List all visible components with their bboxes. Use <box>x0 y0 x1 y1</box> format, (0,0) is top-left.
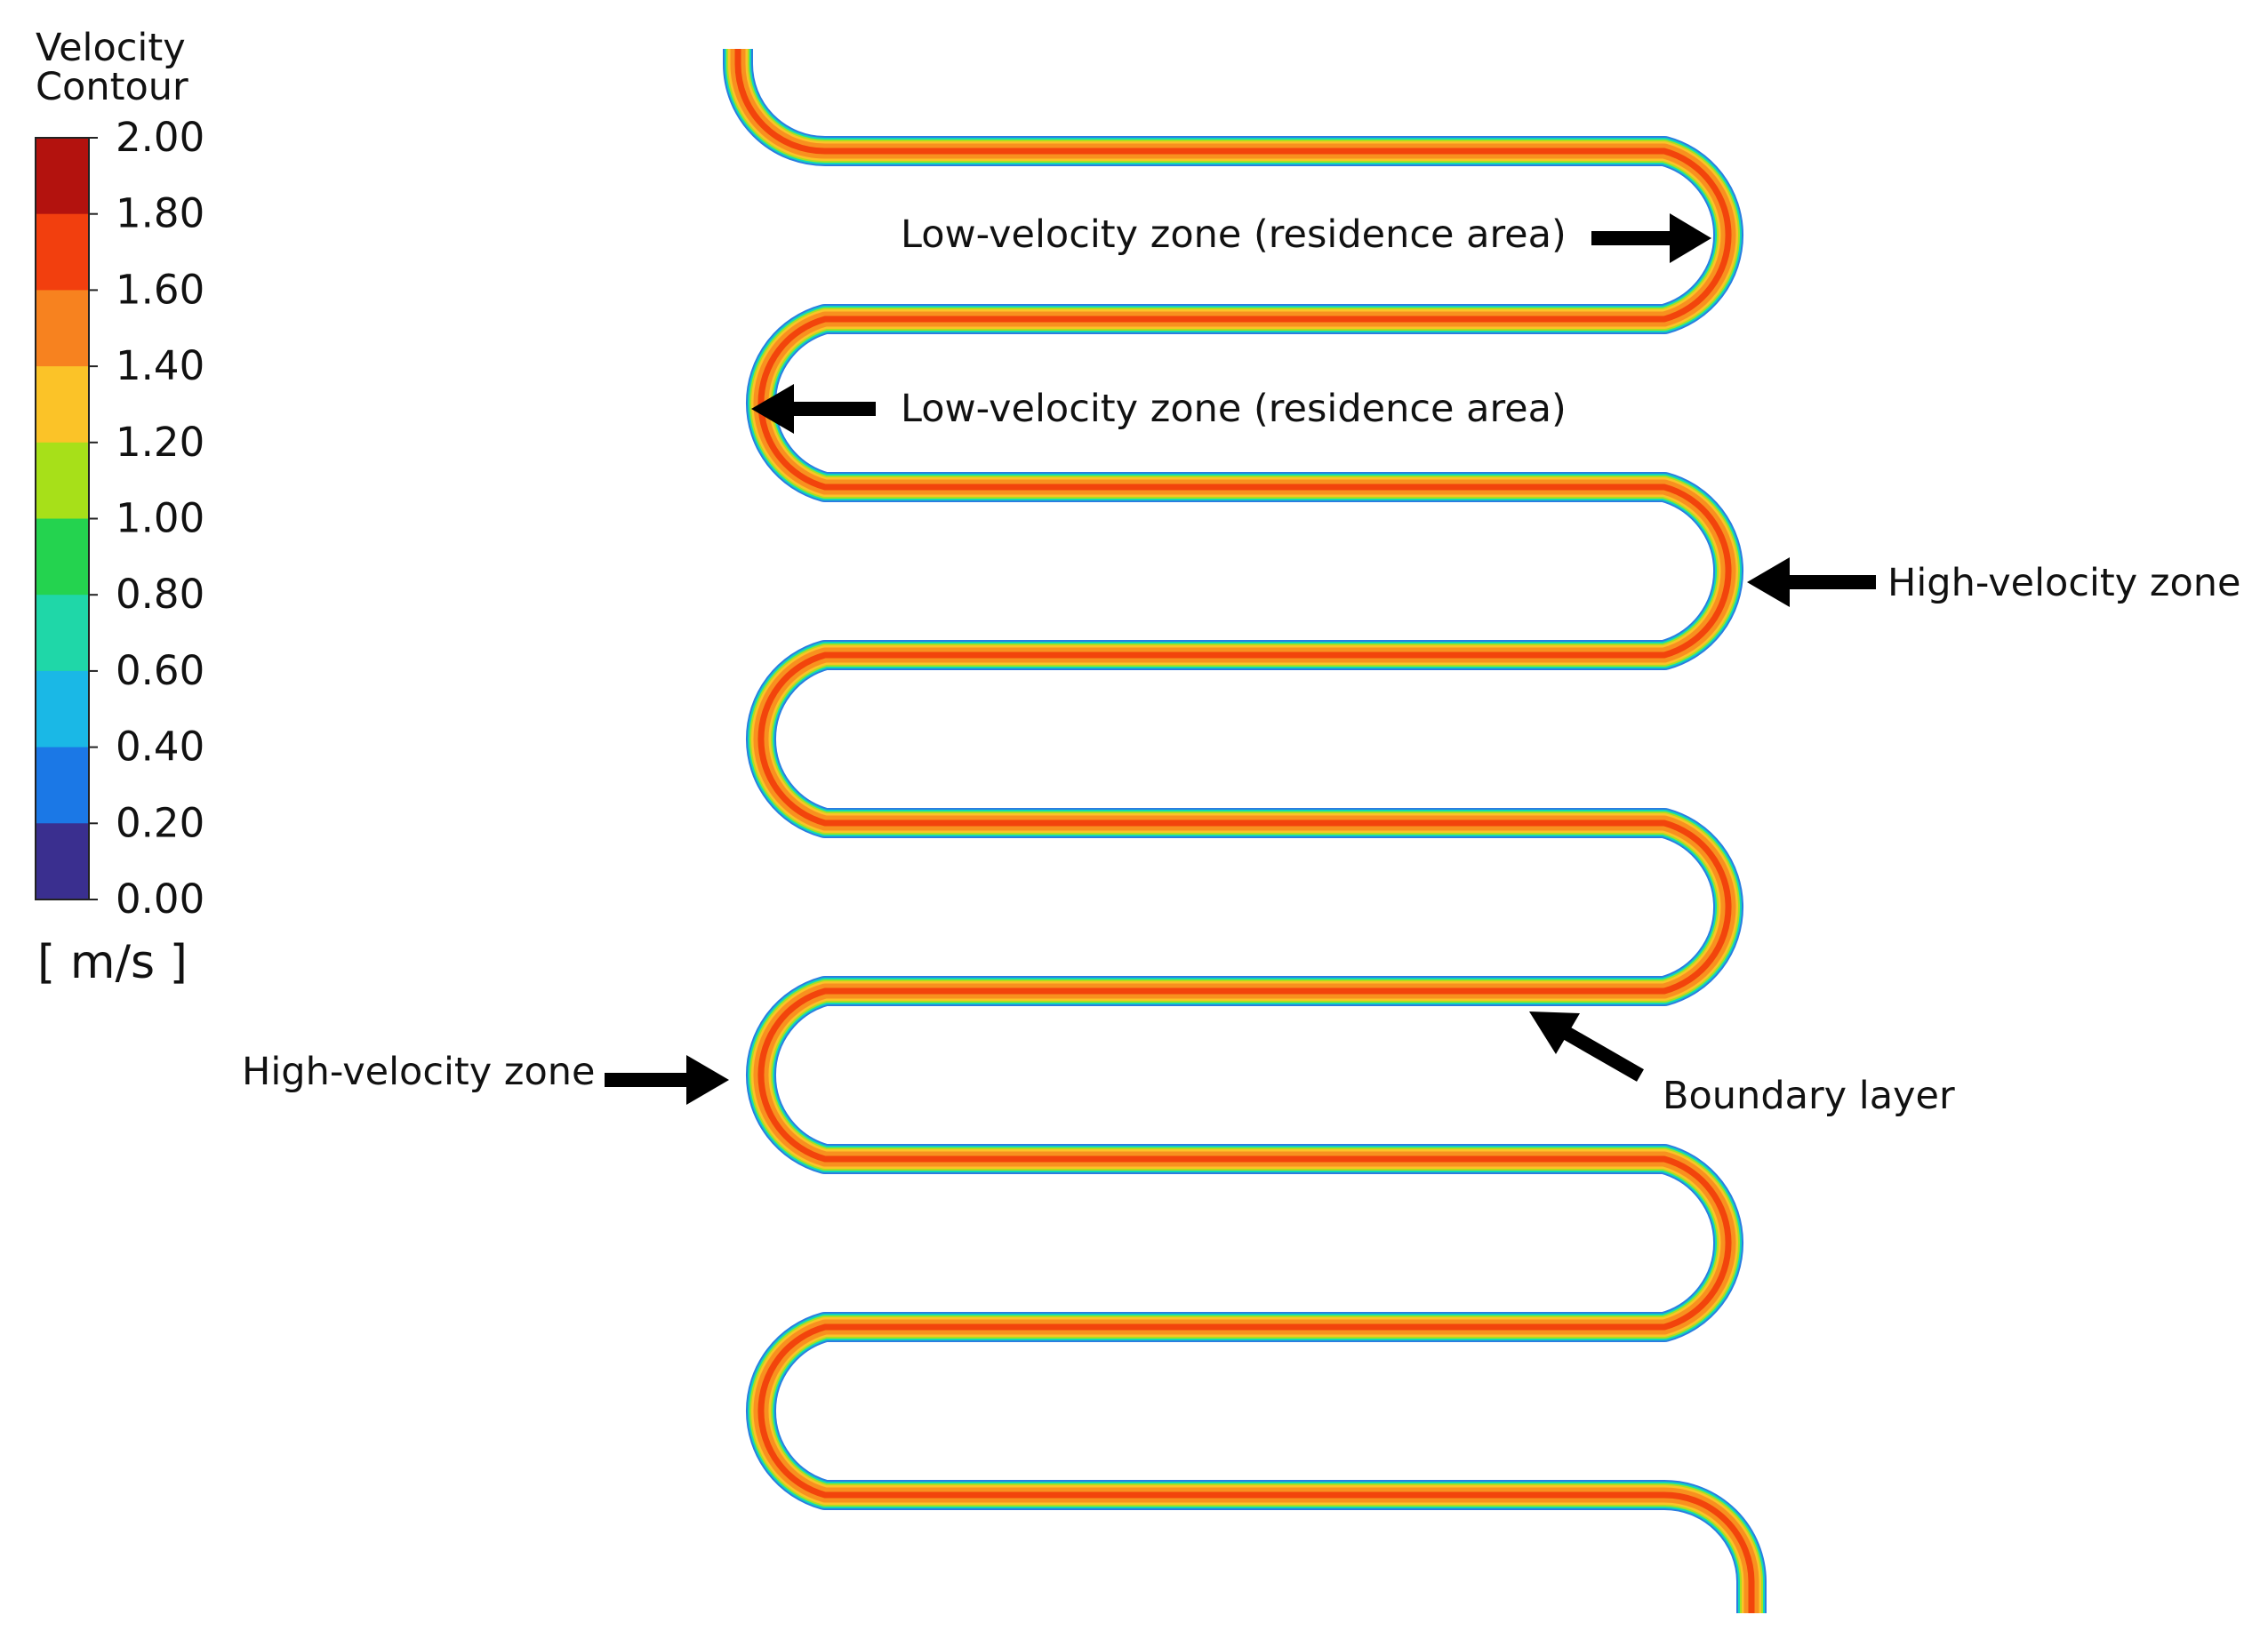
legend-band <box>36 138 89 215</box>
annotation-low-velocity-2: Low-velocity zone (residence area) <box>901 387 1567 431</box>
legend-tick-label: 0.20 <box>116 799 204 846</box>
legend-band <box>36 595 89 672</box>
annotation-high-velocity-left: High-velocity zone <box>242 1050 596 1094</box>
annotation-low-velocity-1: Low-velocity zone (residence area) <box>901 212 1567 257</box>
legend-tick-label: 1.00 <box>116 495 204 542</box>
legend-tick-label: 0.80 <box>116 571 204 618</box>
legend-tick-label: 1.40 <box>116 342 204 389</box>
arrow-low-velocity-1 <box>1591 213 1711 263</box>
arrow-high-velocity-right <box>1747 557 1876 607</box>
annotation-high-velocity-right: High-velocity zone <box>1887 561 2241 605</box>
legend-band <box>36 290 89 367</box>
arrow-low-velocity-2 <box>751 384 876 434</box>
arrow-boundary-layer <box>1529 1011 1644 1082</box>
legend-tick-label: 1.20 <box>116 419 204 466</box>
legend-tick-label: 0.40 <box>116 724 204 771</box>
legend-tick-label: 0.00 <box>116 875 204 923</box>
legend-band <box>36 747 89 824</box>
legend-band <box>36 442 89 519</box>
legend-tick-label: 0.60 <box>116 647 204 694</box>
legend-tick-label: 1.80 <box>116 190 204 237</box>
shear-layer <box>728 49 1761 1613</box>
legend-tick-label: 1.60 <box>116 266 204 313</box>
legend-band <box>36 366 89 444</box>
legend-title-line1: Velocity <box>36 26 186 70</box>
arrow-high-velocity-left <box>605 1055 729 1105</box>
legend-title-line2: Contour <box>36 65 188 109</box>
legend-band <box>36 213 89 291</box>
color-legend: Velocity Contour 2.00 1.80 1.60 1.40 1.20 1.0… <box>35 26 204 989</box>
legend-tick-labels: 2.00 1.80 1.60 1.40 1.20 1.00 0.80 0.60 0.40 0.20… <box>89 114 204 923</box>
legend-band <box>36 823 89 900</box>
legend-band <box>36 670 89 748</box>
legend-tick-label: 2.00 <box>116 114 204 161</box>
annotation-boundary-layer: Boundary layer <box>1663 1074 1955 1118</box>
serpentine-channel <box>723 49 1767 1613</box>
legend-band <box>36 518 89 596</box>
legend-unit: [ m/s ] <box>37 936 188 989</box>
core-high-velocity-layer <box>734 49 1755 1613</box>
annotations: Low-velocity zone (residence area) Low-v… <box>242 212 2241 1118</box>
legend-color-bar <box>35 137 90 900</box>
